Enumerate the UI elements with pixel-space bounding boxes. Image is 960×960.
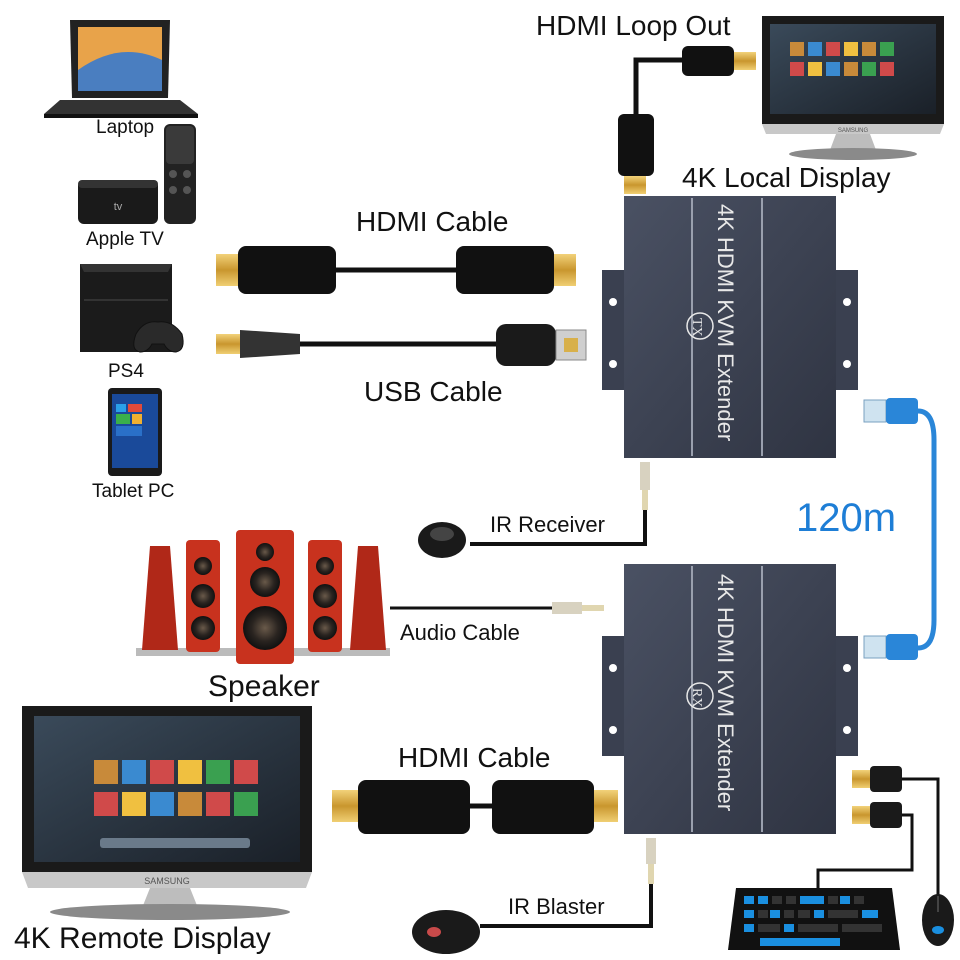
ethernet-cable	[863, 398, 937, 660]
local-display-icon: SAMSUNG	[762, 16, 944, 160]
monitor-brand: SAMSUNG	[838, 128, 869, 134]
hdmi-cable-bottom-label: HDMI Cable	[398, 742, 551, 773]
remote-display-label: 4K Remote Display	[14, 922, 271, 955]
ir-receiver-label: IR Receiver	[490, 512, 605, 537]
remote-icon	[164, 124, 196, 224]
laptop-label: Laptop	[96, 117, 155, 138]
rx-device-label: 4K HDMI KVM Extender	[713, 574, 738, 811]
apple-tv-label: Apple TV	[86, 229, 164, 250]
ir-blaster-cable	[412, 838, 656, 954]
distance-label: 120m	[796, 496, 897, 540]
audio-cable	[390, 602, 604, 614]
tablet-pc-label: Tablet PC	[92, 481, 175, 502]
keyboard-icon	[728, 888, 900, 950]
usb-cable-label: USB Cable	[364, 376, 503, 407]
remote-display-icon: SAMSUNG	[22, 706, 312, 920]
hdmi-cable-top-label: HDMI Cable	[356, 206, 509, 237]
speaker-label: Speaker	[208, 670, 320, 703]
hdmi-cable-top	[216, 246, 576, 294]
hdmi-loop-cable	[618, 46, 756, 194]
tx-badge: TX	[689, 318, 704, 337]
mouse-icon	[922, 894, 954, 946]
speaker-icon	[136, 530, 390, 664]
tx-extender: 4K HDMI KVM Extender TX	[602, 196, 858, 458]
hdmi-cable-bottom	[332, 780, 618, 834]
tx-device-label: 4K HDMI KVM Extender	[713, 204, 738, 441]
ir-blaster-label: IR Blaster	[508, 894, 605, 919]
ps4-label: PS4	[108, 361, 144, 382]
apple-tv-logo: tv	[114, 201, 123, 213]
apple-tv-icon: tv	[78, 180, 158, 224]
rx-extender: 4K HDMI KVM Extender RX	[602, 564, 858, 834]
hdmi-loop-out-label: HDMI Loop Out	[536, 10, 731, 41]
ps4-icon	[80, 264, 184, 353]
usb-keyboard-mouse-cables	[816, 766, 940, 900]
ir-receiver-cable	[418, 462, 650, 558]
usb-cable	[216, 324, 587, 366]
laptop-icon	[44, 20, 198, 118]
rx-badge: RX	[689, 688, 704, 707]
audio-cable-label: Audio Cable	[400, 620, 520, 645]
tablet-icon	[108, 388, 162, 476]
monitor-brand-remote: SAMSUNG	[144, 876, 190, 886]
local-display-label: 4K Local Display	[682, 162, 891, 193]
